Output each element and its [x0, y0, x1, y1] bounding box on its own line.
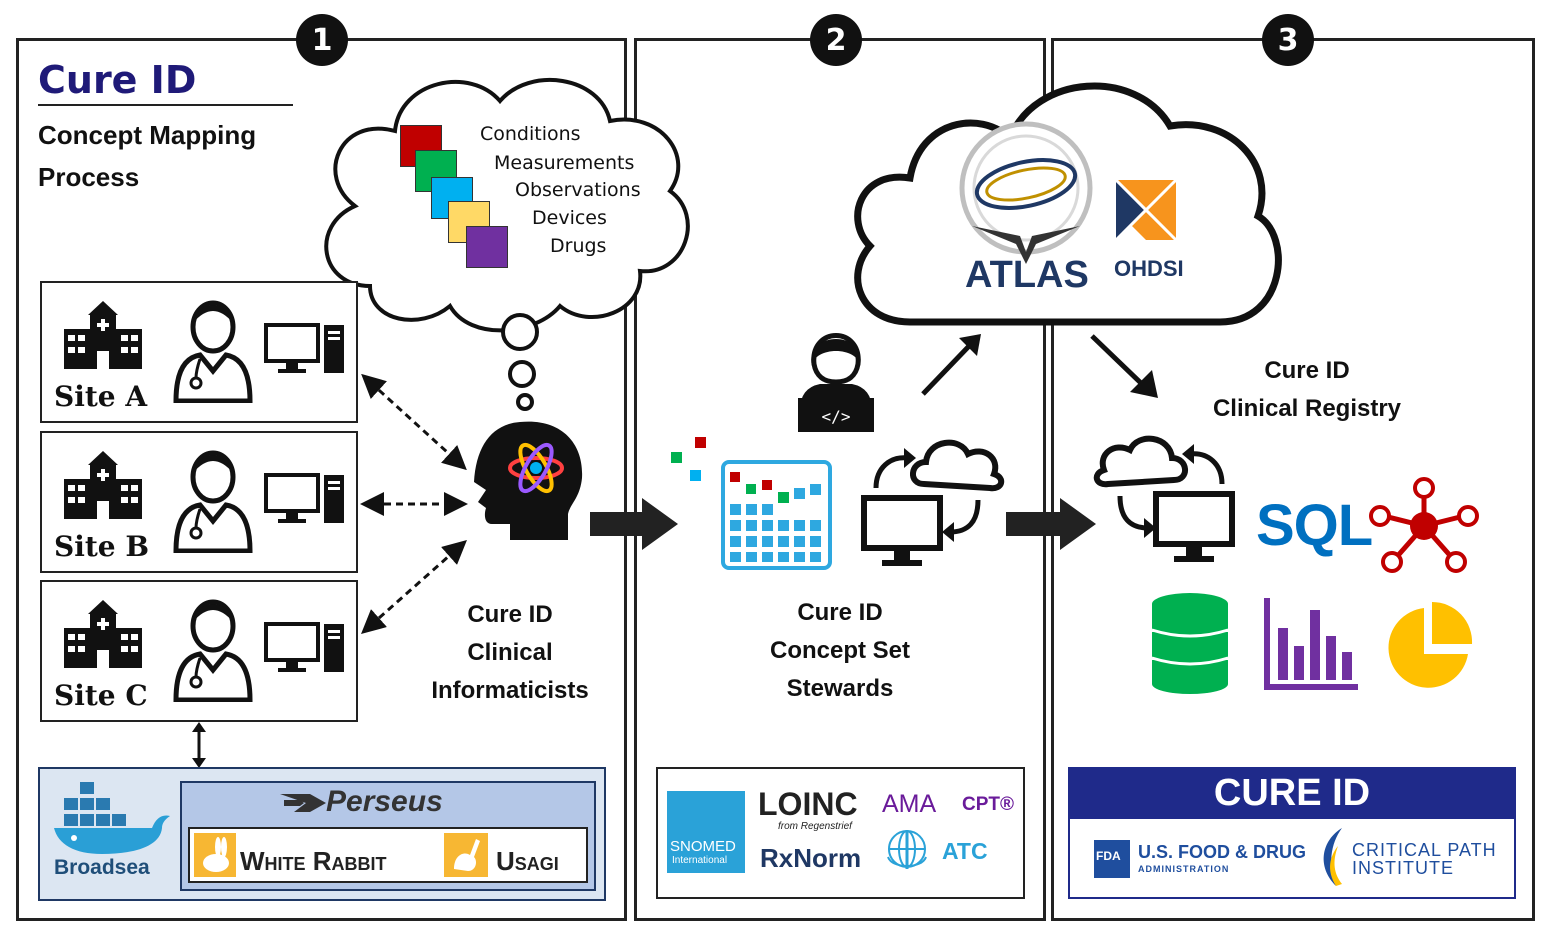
step-1-badge: 1: [296, 14, 348, 66]
flow-arrow-1-to-2: [590, 498, 678, 550]
site-a-label: Site A: [54, 380, 148, 413]
pie-chart-icon: [1388, 601, 1473, 688]
svg-text:</>: </>: [822, 407, 851, 426]
fda-badge-text: FDA: [1096, 849, 1121, 863]
caption-line: Cure ID: [797, 599, 883, 626]
caption-line: Informaticists: [431, 677, 589, 704]
critical-path-swoosh-icon: [1323, 828, 1342, 886]
site-c-label: Site C: [54, 679, 148, 712]
critical-path-line1: CRITICAL PATH: [1352, 840, 1497, 860]
fda-name-line1: U.S. FOOD & DRUG: [1138, 842, 1307, 862]
doctor-icon: [173, 599, 253, 702]
rabbit-icon: [194, 833, 236, 877]
clinical-registry-caption: Cure ID Clinical Registry: [1196, 352, 1418, 428]
hospital-icon: [64, 301, 142, 369]
category-square-drugs: [466, 226, 508, 268]
down-arrow-from-cloud: [1090, 334, 1158, 398]
cpt-label: CPT®: [962, 794, 1014, 815]
white-rabbit-label: White Rabbit: [240, 846, 387, 876]
concept-mapping-subtitle: Concept Mapping Process: [38, 114, 256, 198]
bar-chart-icon: [1264, 598, 1358, 690]
computer-icon: [264, 622, 344, 672]
concept-set-grid-icon: [671, 437, 832, 570]
category-observations: Observations: [515, 179, 641, 201]
up-arrow-to-cloud: [921, 334, 981, 396]
developer-icon: </>: [798, 333, 874, 432]
broadsea-whale-icon: [54, 782, 170, 854]
fda-name-line2: ADMINISTRATION: [1138, 864, 1230, 874]
step-2-badge: 2: [810, 14, 862, 66]
caption-line: Stewards: [786, 675, 894, 702]
cure-id-banner-title: CURE ID: [1213, 772, 1371, 814]
site-connector-arrows: [360, 373, 468, 634]
snomed-sublabel: International: [672, 855, 728, 866]
rxnorm-label: RxNorm: [760, 843, 862, 873]
who-emblem-icon: [887, 830, 927, 869]
ohdsi-label: OHDSI: [1114, 256, 1184, 281]
step-3-badge: 3: [1262, 14, 1314, 66]
fda-badge: [1094, 840, 1130, 878]
caption-line: Cure ID: [1264, 357, 1350, 384]
snomed-logo: [667, 791, 745, 873]
network-hub-icon: [1369, 477, 1479, 573]
cloud-sync-computer-icon: [861, 439, 1005, 566]
ama-label: AMA: [882, 790, 937, 818]
usagi-icon: [444, 833, 488, 877]
cloud-sync-computer-icon: [1093, 435, 1235, 562]
atlas-label: ATLAS: [965, 254, 1089, 296]
sql-label: SQL: [1256, 493, 1373, 558]
caption-line: Concept Set: [769, 637, 910, 664]
caption-line: Clinical Registry: [1212, 395, 1402, 422]
doctor-icon: [173, 450, 253, 553]
site-b-label: Site B: [54, 530, 150, 563]
cure-id-title: Cure ID: [38, 58, 197, 102]
caption-line: Cure ID: [467, 601, 553, 628]
flow-arrow-2-to-3: [1006, 498, 1096, 550]
stewards-caption: Cure ID Concept Set Stewards: [740, 594, 940, 708]
category-devices: Devices: [532, 207, 607, 229]
category-measurements: Measurements: [494, 152, 635, 174]
brain-head-icon: [474, 421, 583, 540]
site-b-box: Site B: [40, 431, 358, 573]
database-icon: [1151, 593, 1229, 694]
broadsea-label: Broadsea: [54, 856, 150, 879]
title-underline: [38, 104, 293, 106]
loinc-sublabel: from Regenstrief: [778, 821, 852, 832]
computer-icon: [264, 473, 344, 523]
usagi-label: Usagi: [496, 846, 559, 876]
doctor-icon: [173, 300, 253, 403]
snomed-label: SNOMED: [670, 838, 736, 855]
loinc-label: LOINC: [758, 786, 858, 822]
atc-label: ATC: [942, 838, 988, 864]
hospital-icon: [64, 451, 142, 519]
informaticists-caption: Cure ID Clinical Informaticists: [412, 596, 608, 710]
cure-id-banner-header: [1070, 769, 1514, 819]
subtitle-line-2: Process: [38, 162, 140, 192]
caption-line: Clinical: [467, 639, 553, 666]
perseus-label: Perseus: [326, 785, 443, 818]
tools-connector-arrow: [192, 722, 206, 768]
site-c-box: Site C: [40, 580, 358, 722]
subtitle-line-1: Concept Mapping: [38, 120, 257, 150]
computer-icon: [264, 323, 344, 373]
category-drugs: Drugs: [550, 235, 607, 257]
site-a-box: Site A: [40, 281, 358, 423]
white-rabbit-usagi-box: [188, 827, 588, 883]
atlas-cloud-icon: [854, 82, 1282, 326]
perseus-wing-icon: [280, 794, 326, 812]
category-conditions: Conditions: [480, 123, 581, 145]
hospital-icon: [64, 600, 142, 668]
critical-path-line2: INSTITUTE: [1352, 858, 1454, 878]
